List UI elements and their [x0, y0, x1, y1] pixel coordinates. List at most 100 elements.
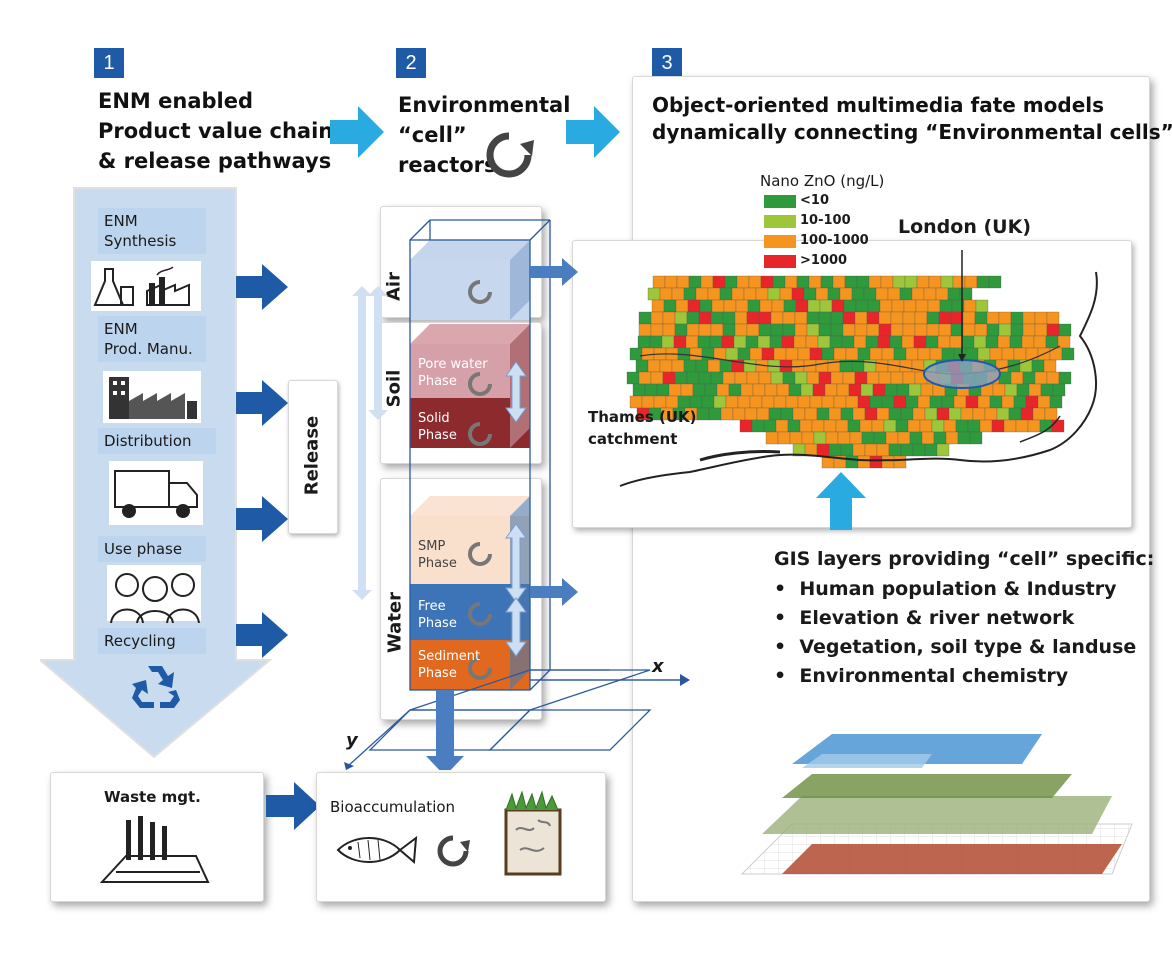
map-cell: [1058, 323, 1072, 337]
map-cell: [744, 407, 758, 421]
map-cell: [818, 311, 832, 325]
map-cell: [977, 395, 991, 409]
map-cell: [796, 275, 810, 289]
section-2-title: Environmental “cell” reactors: [398, 93, 571, 177]
map-cell: [1013, 395, 1027, 409]
map-cell: [845, 395, 859, 409]
map-cell: [881, 395, 895, 409]
map-cell: [815, 287, 829, 301]
map-cell: [709, 335, 723, 349]
map-cell: [866, 371, 880, 385]
map-cell: [808, 275, 822, 289]
map-cell: [734, 311, 748, 325]
section-2-badge: 2: [396, 48, 426, 78]
map-cell: [818, 371, 832, 385]
map-cell: [840, 407, 854, 421]
map-cell: [1027, 419, 1041, 433]
map-cell: [773, 395, 787, 409]
map-cell: [749, 395, 763, 409]
map-cell: [869, 395, 883, 409]
map-cell: [878, 371, 892, 385]
gis-item-4: • Environmental chemistry: [774, 665, 1069, 687]
map-cell: [893, 455, 907, 469]
map-cell: [888, 443, 902, 457]
map-cell: [905, 347, 919, 361]
map-cell: [823, 419, 837, 433]
map-cell: [998, 323, 1012, 337]
map-cell: [830, 371, 844, 385]
map-cell: [743, 287, 757, 301]
map-cell: [1034, 323, 1048, 337]
map-cell: [806, 323, 820, 337]
map-cell: [974, 323, 988, 337]
header-arrow-2: [566, 106, 620, 158]
map-cell: [883, 419, 897, 433]
map-cell: [1019, 359, 1033, 373]
section-3-badge: 3: [652, 48, 682, 78]
map-cell: [855, 299, 869, 313]
map-cell: [913, 335, 927, 349]
waste-card: [50, 772, 264, 902]
map-cell: [840, 443, 854, 457]
map-cell: [967, 419, 981, 433]
map-cell: [827, 287, 841, 301]
map-cell: [857, 395, 871, 409]
map-cell: [900, 443, 914, 457]
release-arrow-1: [236, 264, 288, 310]
map-cell: [832, 275, 846, 289]
map-cell: [818, 323, 832, 337]
map-cell: [721, 335, 735, 349]
map-cell: [728, 383, 742, 397]
map-cell: [803, 287, 817, 301]
map-cell: [797, 347, 811, 361]
map-cell: [724, 275, 738, 289]
phase-sediment: Sediment Phase: [418, 649, 481, 681]
map-cell: [965, 347, 979, 361]
map-cell: [963, 299, 977, 313]
map-cell: [1022, 311, 1036, 325]
map-cell: [731, 287, 745, 301]
map-cell: [868, 275, 882, 289]
map-cell: [761, 347, 775, 361]
map-cell: [761, 395, 775, 409]
map-cell: [751, 419, 765, 433]
map-cell: [857, 347, 871, 361]
map-cell: [848, 383, 862, 397]
map-cell: [851, 287, 865, 301]
map-cell: [936, 407, 950, 421]
map-cell: [1009, 335, 1023, 349]
map-cell: [746, 371, 760, 385]
map-cell: [1001, 347, 1015, 361]
map-cell: [984, 407, 998, 421]
map-cell: [873, 431, 887, 445]
map-cell: [746, 311, 760, 325]
map-cell: [938, 311, 952, 325]
map-cell: [795, 299, 809, 313]
river-line: [639, 345, 1061, 375]
stage-use-phase: Use phase: [98, 536, 206, 562]
map-cell: [845, 455, 859, 469]
map-cell: [940, 275, 954, 289]
map-cell: [783, 299, 797, 313]
map-cell: [1028, 383, 1042, 397]
map-cell: [833, 347, 847, 361]
map-cell: [732, 407, 746, 421]
map-cell: [743, 359, 757, 373]
map-cell: [758, 323, 772, 337]
map-cell: [988, 275, 1002, 289]
map-cell: [830, 311, 844, 325]
map-cell: [962, 311, 976, 325]
map-cell: [866, 311, 880, 325]
legend-swatch-2: [764, 215, 796, 228]
map-cell: [908, 383, 922, 397]
map-cell: [998, 311, 1012, 325]
map-cell: [928, 275, 942, 289]
legend-swatch-4: [764, 255, 796, 268]
map-cell: [975, 299, 989, 313]
map-cell: [923, 287, 937, 301]
map-cell: [867, 299, 881, 313]
map-cell: [765, 431, 779, 445]
map-cell: [805, 335, 819, 349]
map-cell: [1013, 347, 1027, 361]
map-cell: [831, 299, 845, 313]
